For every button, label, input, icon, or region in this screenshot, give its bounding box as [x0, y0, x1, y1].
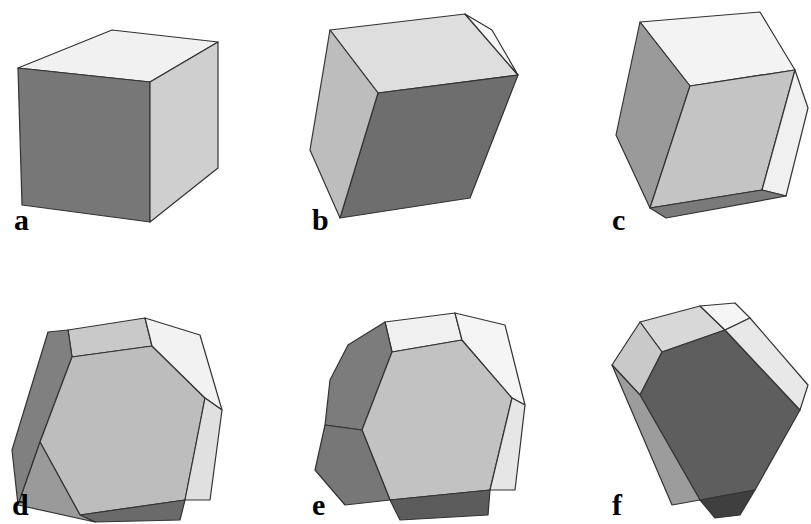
panel-letter: e: [312, 490, 325, 520]
panel-letter: b: [312, 205, 329, 235]
panel-letter: f: [612, 490, 622, 520]
panel-letter: a: [14, 205, 29, 235]
panel-letter: d: [12, 490, 29, 520]
panel-letter: c: [612, 205, 625, 235]
